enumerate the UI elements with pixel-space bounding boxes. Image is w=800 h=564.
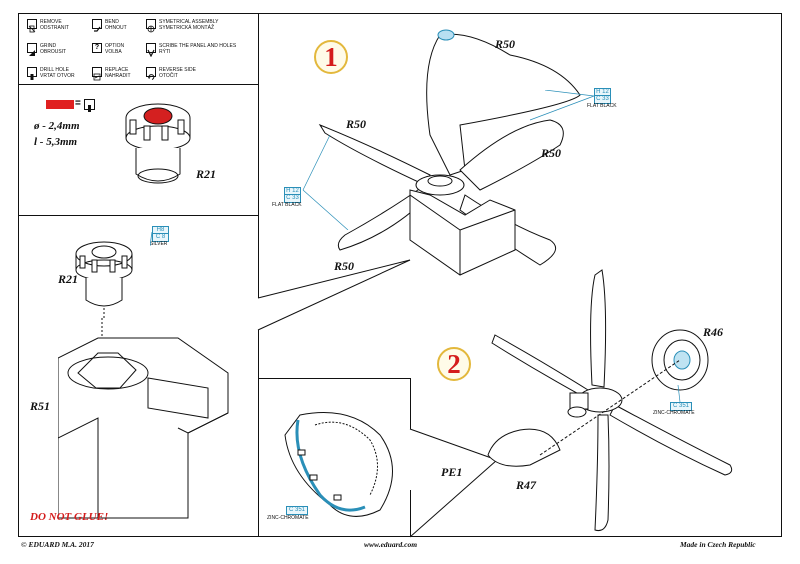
part-label-pe1: PE1	[441, 465, 463, 479]
replace-icon	[92, 67, 102, 81]
color-c33-a: C 33	[594, 95, 611, 104]
cylinder-r21-detail	[125, 103, 191, 184]
color-flat-black-b: FLAT BLACK	[272, 202, 302, 208]
symmetry-icon	[146, 19, 156, 33]
do-not-glue-warning: DO NOT GLUE!	[30, 511, 109, 523]
reverse-icon	[146, 67, 156, 80]
drill-bit-swatch	[46, 100, 74, 109]
drill-icon-small	[84, 99, 95, 112]
part-label-r50-left: R50	[346, 117, 367, 131]
color-silver: SILVER	[150, 241, 168, 247]
part-label-r50-bottom: R50	[334, 259, 355, 273]
part-label-r50-right: R50	[541, 146, 562, 160]
footer-website[interactable]: www.eduard.com	[364, 540, 418, 549]
part-label-r46: R46	[703, 325, 724, 339]
part-label-r47: R47	[516, 478, 537, 492]
footer-origin: Made in Czech Republic	[680, 540, 756, 549]
spinner-detail	[284, 412, 393, 517]
diameter-dimension: ø - 2,4mm	[34, 120, 80, 132]
leader-c351-a	[677, 385, 681, 403]
equals-sign: =	[75, 98, 81, 109]
color-c351-a: C 351	[670, 402, 692, 411]
color-zinc-chromate-a: ZINC-CHROMATE	[653, 410, 695, 416]
color-zinc-chromate-b: ZINC-CHROMATE	[267, 515, 309, 521]
color-c8: C 8	[152, 233, 169, 242]
part-label-r21-detail: R21	[196, 167, 217, 181]
step-2-badge: 2	[437, 347, 471, 381]
color-c351-b: C 351	[286, 506, 308, 515]
length-dimension: l - 5,3mm	[34, 136, 78, 148]
scribe-icon	[146, 43, 156, 58]
propeller-assembly-step1	[318, 29, 581, 276]
bend-icon	[92, 19, 102, 32]
color-leaders-step1	[302, 90, 595, 230]
part-label-r21: R21	[58, 272, 79, 286]
grind-icon	[27, 43, 37, 56]
leader-h8	[150, 231, 153, 247]
part-label-r51: R51	[30, 399, 51, 413]
color-flat-black-a: FLAT BLACK	[587, 103, 617, 109]
part-label-r50-top: R50	[495, 37, 516, 51]
engine-block-r51	[58, 318, 229, 519]
drill-icon	[27, 67, 37, 80]
step-1-badge: 1	[314, 40, 348, 74]
cylinder-r21-part	[75, 241, 133, 318]
propeller-assembly-step2	[487, 269, 733, 531]
option-icon: ?	[92, 43, 102, 53]
remove-icon	[27, 19, 37, 33]
footer-copyright: © EDUARD M.A. 2017	[21, 540, 94, 549]
color-c33-b: C 33	[284, 194, 301, 203]
